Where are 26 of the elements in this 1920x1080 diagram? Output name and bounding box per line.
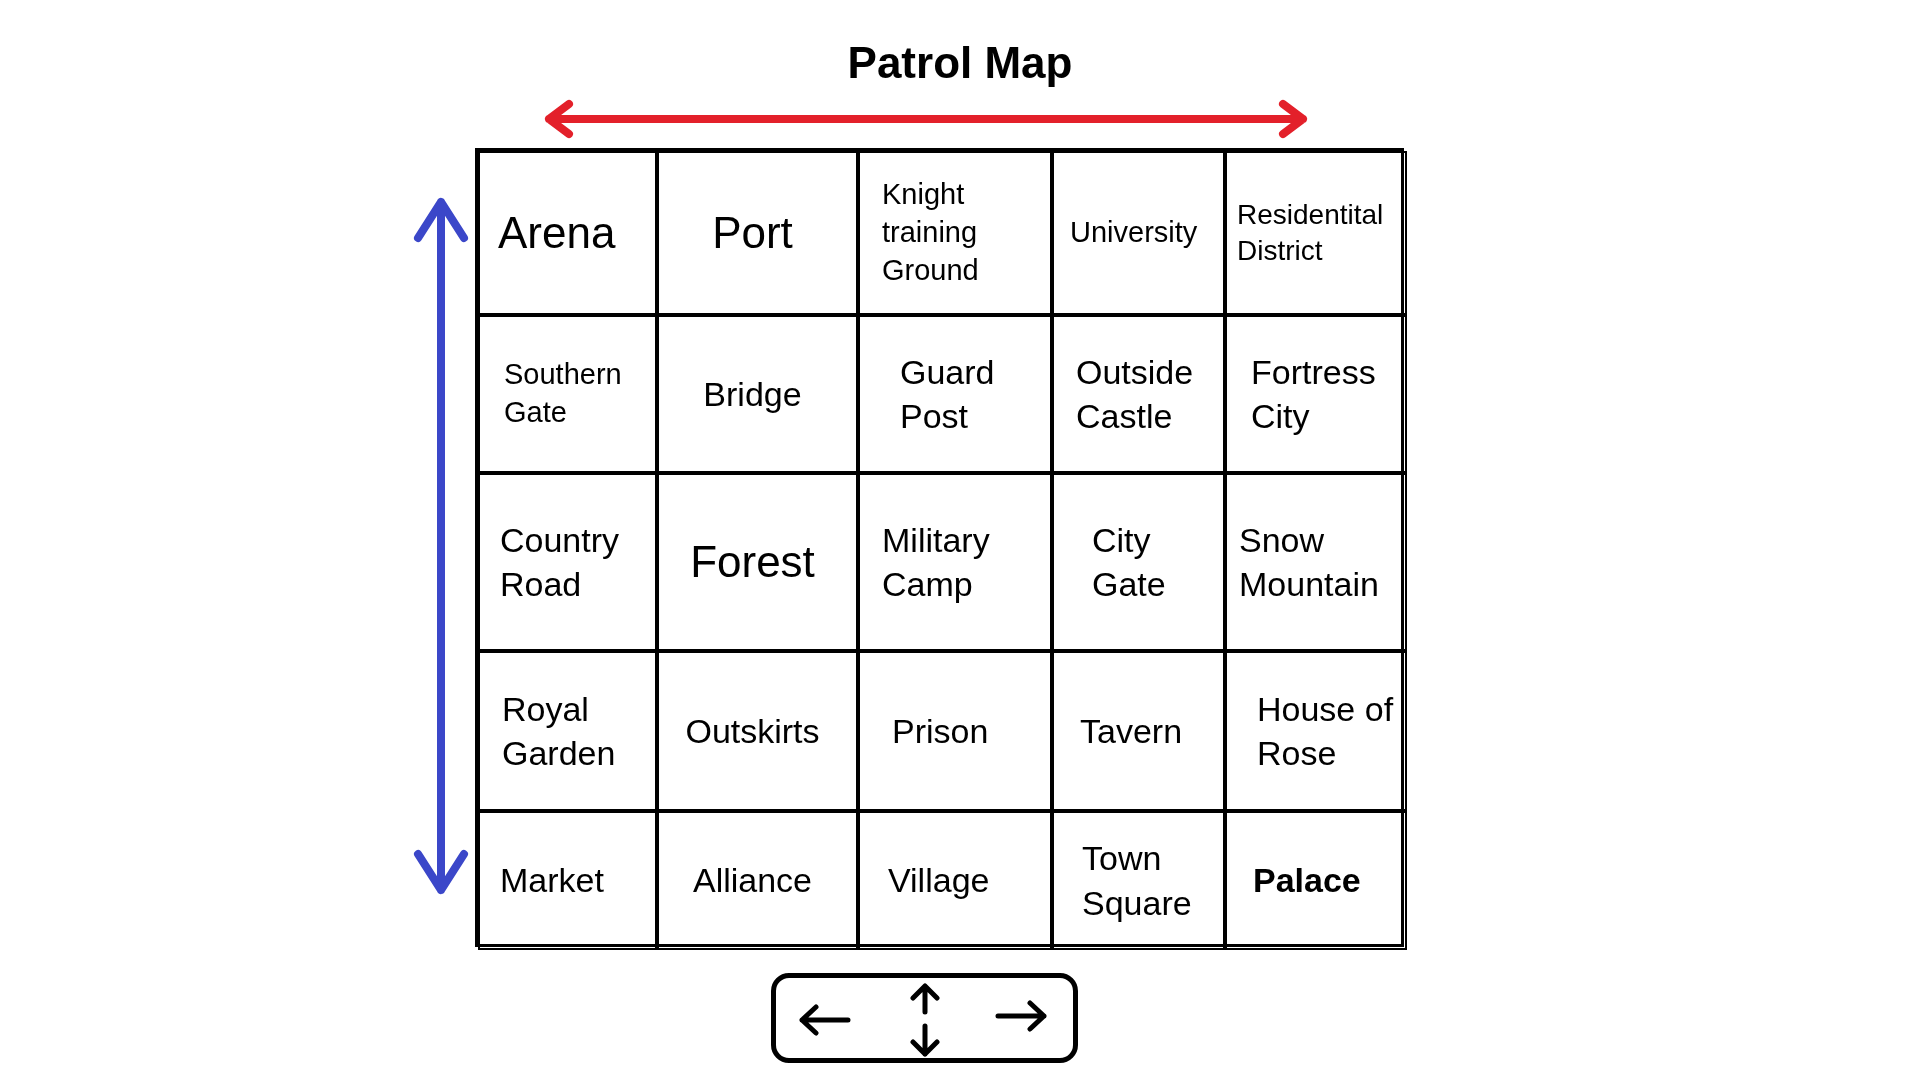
grid-cell: Outside Castle [1052,315,1225,473]
grid-cell: Tavern [1052,651,1225,811]
grid-cell: Arena [478,151,657,315]
grid-cell: Country Road [478,473,657,651]
grid-cell: Outskirts [657,651,858,811]
grid-cell: Guard Post [858,315,1052,473]
grid-cell: Palace [1225,811,1407,950]
grid-cell: Town Square [1052,811,1225,950]
grid-cell: Snow Mountain [1225,473,1407,651]
grid-cell: Port [657,151,858,315]
grid-cell: Military Camp [858,473,1052,651]
grid-cell: Knight training Ground [858,151,1052,315]
title: Patrol Map [847,38,1073,88]
grid-cell: Prison [858,651,1052,811]
grid-cell: Southern Gate [478,315,657,473]
grid-cell: Market [478,811,657,950]
grid-cell: Fortress City [1225,315,1407,473]
grid-cell: Royal Garden [478,651,657,811]
grid-cell: Residentital District [1225,151,1407,315]
grid-cell: Bridge [657,315,858,473]
grid-cell: City Gate [1052,473,1225,651]
grid-cell: House of Rose [1225,651,1407,811]
grid-cell: Alliance [657,811,858,950]
grid-cell: University [1052,151,1225,315]
grid-cell: Village [858,811,1052,950]
grid-cell: Forest [657,473,858,651]
